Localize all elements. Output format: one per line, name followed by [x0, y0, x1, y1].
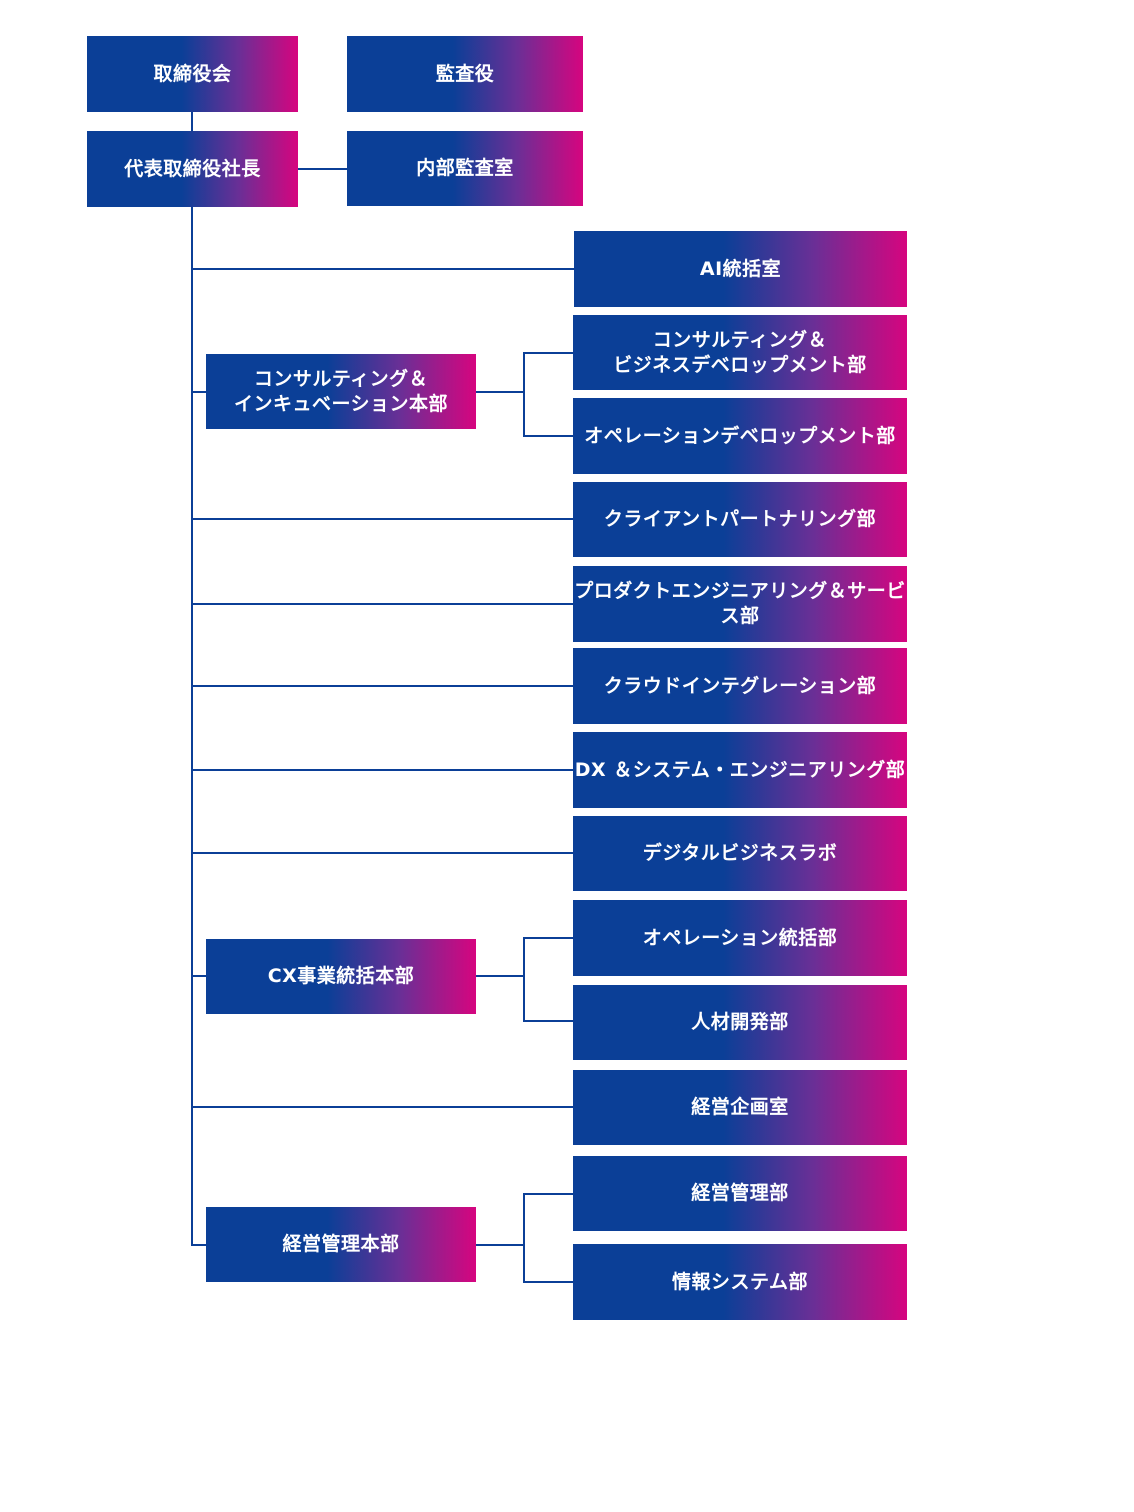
connector-consulting-dept-1: [523, 352, 573, 354]
connector-consulting-dept-2: [523, 435, 573, 437]
connector-cloud-integration: [191, 685, 573, 687]
digital-lab-box: デジタルビジネスラボ: [573, 816, 907, 891]
connector-management-branch: [523, 1193, 525, 1283]
connector-corporate-planning: [191, 1106, 573, 1108]
connector-trunk: [191, 206, 193, 1246]
product-engineering-box: プロダクトエンジニアリング＆サービス部: [573, 566, 907, 642]
connector-dx-system: [191, 769, 573, 771]
cx-hq-box: CX事業統括本部: [206, 939, 476, 1014]
consulting-dept-1-box: コンサルティング＆ ビジネスデベロップメント部: [573, 315, 907, 390]
connector-cx-dept-2: [523, 1020, 573, 1022]
connector-president-audit: [297, 168, 347, 170]
connector-consulting-branch: [523, 352, 525, 437]
corporate-planning-box: 経営企画室: [573, 1070, 907, 1145]
cx-dept-2-box: 人材開発部: [573, 985, 907, 1060]
board-box: 取締役会: [87, 36, 298, 112]
connector-cx-hq: [191, 975, 206, 977]
consulting-hq-box: コンサルティング＆ インキュベーション本部: [206, 354, 476, 429]
connector-product-engineering: [191, 603, 573, 605]
connector-board-president: [191, 111, 193, 131]
management-dept-2-box: 情報システム部: [573, 1244, 907, 1320]
management-dept-1-box: 経営管理部: [573, 1156, 907, 1231]
president-box: 代表取締役社長: [87, 131, 298, 207]
connector-cx-dept-1: [523, 937, 573, 939]
client-partnering-box: クライアントパートナリング部: [573, 482, 907, 557]
cloud-integration-box: クラウドインテグレーション部: [573, 648, 907, 724]
ai-office-box: AI統括室: [574, 231, 907, 307]
connector-management-hq-out: [475, 1244, 525, 1246]
internal-audit-box: 内部監査室: [347, 131, 583, 206]
connector-ai-office: [191, 268, 574, 270]
management-hq-box: 経営管理本部: [206, 1207, 476, 1282]
connector-management-dept-1: [523, 1193, 573, 1195]
connector-management-dept-2: [523, 1281, 573, 1283]
connector-digital-lab: [191, 852, 573, 854]
connector-consulting-hq-out: [475, 391, 525, 393]
consulting-dept-2-box: オペレーションデベロップメント部: [573, 398, 907, 474]
dx-system-box: DX ＆システム・エンジニアリング部: [573, 732, 907, 808]
connector-cx-branch: [523, 937, 525, 1022]
auditor-box: 監査役: [347, 36, 583, 112]
cx-dept-1-box: オペレーション統括部: [573, 900, 907, 976]
connector-management-hq: [191, 1244, 206, 1246]
connector-consulting-hq: [191, 391, 206, 393]
connector-cx-hq-out: [475, 975, 525, 977]
connector-client-partnering: [191, 518, 573, 520]
